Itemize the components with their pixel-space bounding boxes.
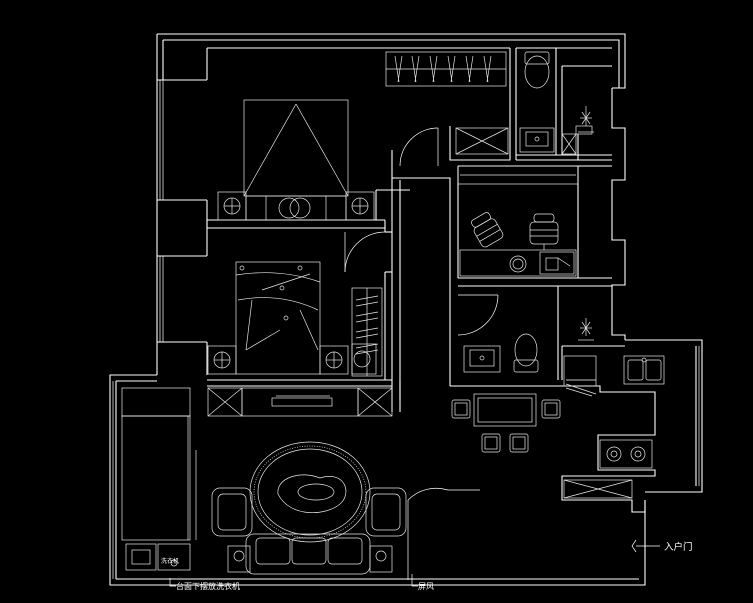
armchair-right [365, 487, 407, 537]
bathroom-upper [455, 51, 594, 155]
shoe-cabinet [121, 387, 191, 417]
window-lower-left [156, 255, 164, 343]
office-chair-right [529, 213, 559, 250]
coffee-table [277, 474, 347, 513]
dining-chair [481, 433, 501, 453]
kitchen-sink [623, 355, 665, 385]
waste-bin [509, 255, 527, 273]
label-washer-note: 台面下摆放洗衣机 [176, 581, 240, 591]
exterior-walls [109, 33, 703, 586]
washer-box [157, 543, 191, 571]
second-bedroom [207, 261, 383, 377]
dining-table [473, 393, 537, 427]
fridge [563, 355, 597, 387]
toilet-upper [524, 55, 550, 89]
living-room [121, 387, 407, 575]
study-desk [459, 249, 577, 277]
basin-upper [519, 127, 555, 153]
label-screen: 屏风 [418, 582, 434, 591]
study-room [457, 165, 579, 277]
armchair-left [211, 487, 253, 537]
tv-cabinet [207, 387, 393, 417]
shower-lower [578, 318, 594, 341]
study-shelf [457, 165, 579, 185]
sink-box [125, 543, 157, 571]
nightstand-left-2 [207, 345, 237, 375]
window-upper-left [156, 79, 164, 201]
doors [344, 127, 499, 580]
bathroom-lower [463, 318, 594, 373]
label-entry-door: 入户门 [664, 541, 693, 553]
side-table-right [369, 545, 393, 573]
office-chair-left [471, 212, 504, 248]
kitchen [563, 355, 665, 499]
master-bed [243, 99, 349, 197]
sofa [245, 533, 371, 575]
dining-chair [451, 399, 471, 419]
label-washer-box: 洗衣机 [161, 557, 179, 565]
toilet-lower [514, 333, 538, 367]
dining-chair [541, 399, 561, 419]
round-rug [249, 441, 371, 543]
shower-upper [578, 106, 594, 133]
gas-stove [599, 439, 653, 469]
interior-walls [206, 47, 656, 513]
dining-area [451, 393, 561, 453]
side-table-left [227, 545, 251, 573]
second-bed [235, 261, 321, 375]
master-bedroom [217, 51, 507, 221]
dining-chair [509, 433, 529, 453]
study-lamp [539, 251, 575, 275]
annotations [169, 539, 660, 587]
nightstand-right-2 [319, 345, 349, 375]
basin-lower [463, 345, 501, 373]
entry-cabinet [563, 479, 633, 499]
